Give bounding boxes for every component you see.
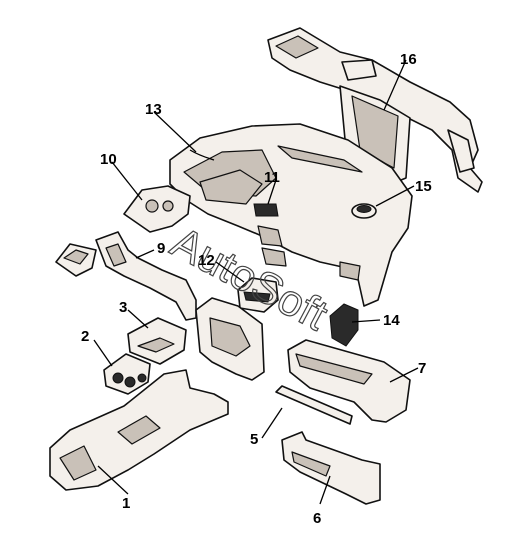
callout-11: 11 — [264, 169, 280, 186]
part-5-strip — [275, 385, 353, 425]
callout-10: 10 — [100, 151, 117, 168]
part-14-bracket — [329, 303, 359, 347]
callout-6: 6 — [313, 510, 321, 527]
part-13-instrument-panel — [169, 123, 413, 307]
part-2-heater-controls — [103, 353, 151, 395]
callout-9: 9 — [157, 240, 165, 257]
callout-1: 1 — [122, 495, 130, 512]
leader-lines — [93, 59, 419, 505]
part-12-vent — [237, 277, 279, 313]
callout-16: 16 — [400, 51, 417, 68]
part-6-glovebox-lid — [281, 431, 381, 505]
part-15-knob — [351, 203, 377, 219]
callout-15: 15 — [415, 178, 432, 195]
part-3-radio — [127, 317, 187, 365]
part-7-glovebox-upper — [287, 339, 411, 423]
callout-12: 12 — [198, 252, 215, 269]
part-1-center-console — [49, 369, 229, 491]
callout-14: 14 — [383, 312, 400, 329]
callout-3: 3 — [119, 299, 127, 316]
part-8-control-panel — [55, 243, 97, 277]
center-bezel — [195, 297, 265, 381]
part-11-switch — [253, 203, 279, 217]
callouts: 1 2 3 5 6 7 9 10 11 12 13 14 15 16 — [81, 51, 432, 527]
callout-2: 2 — [81, 328, 89, 345]
part-10-instrument-cluster — [123, 185, 191, 233]
callout-5: 5 — [250, 431, 258, 448]
callout-13: 13 — [145, 101, 162, 118]
callout-7: 7 — [418, 360, 426, 377]
